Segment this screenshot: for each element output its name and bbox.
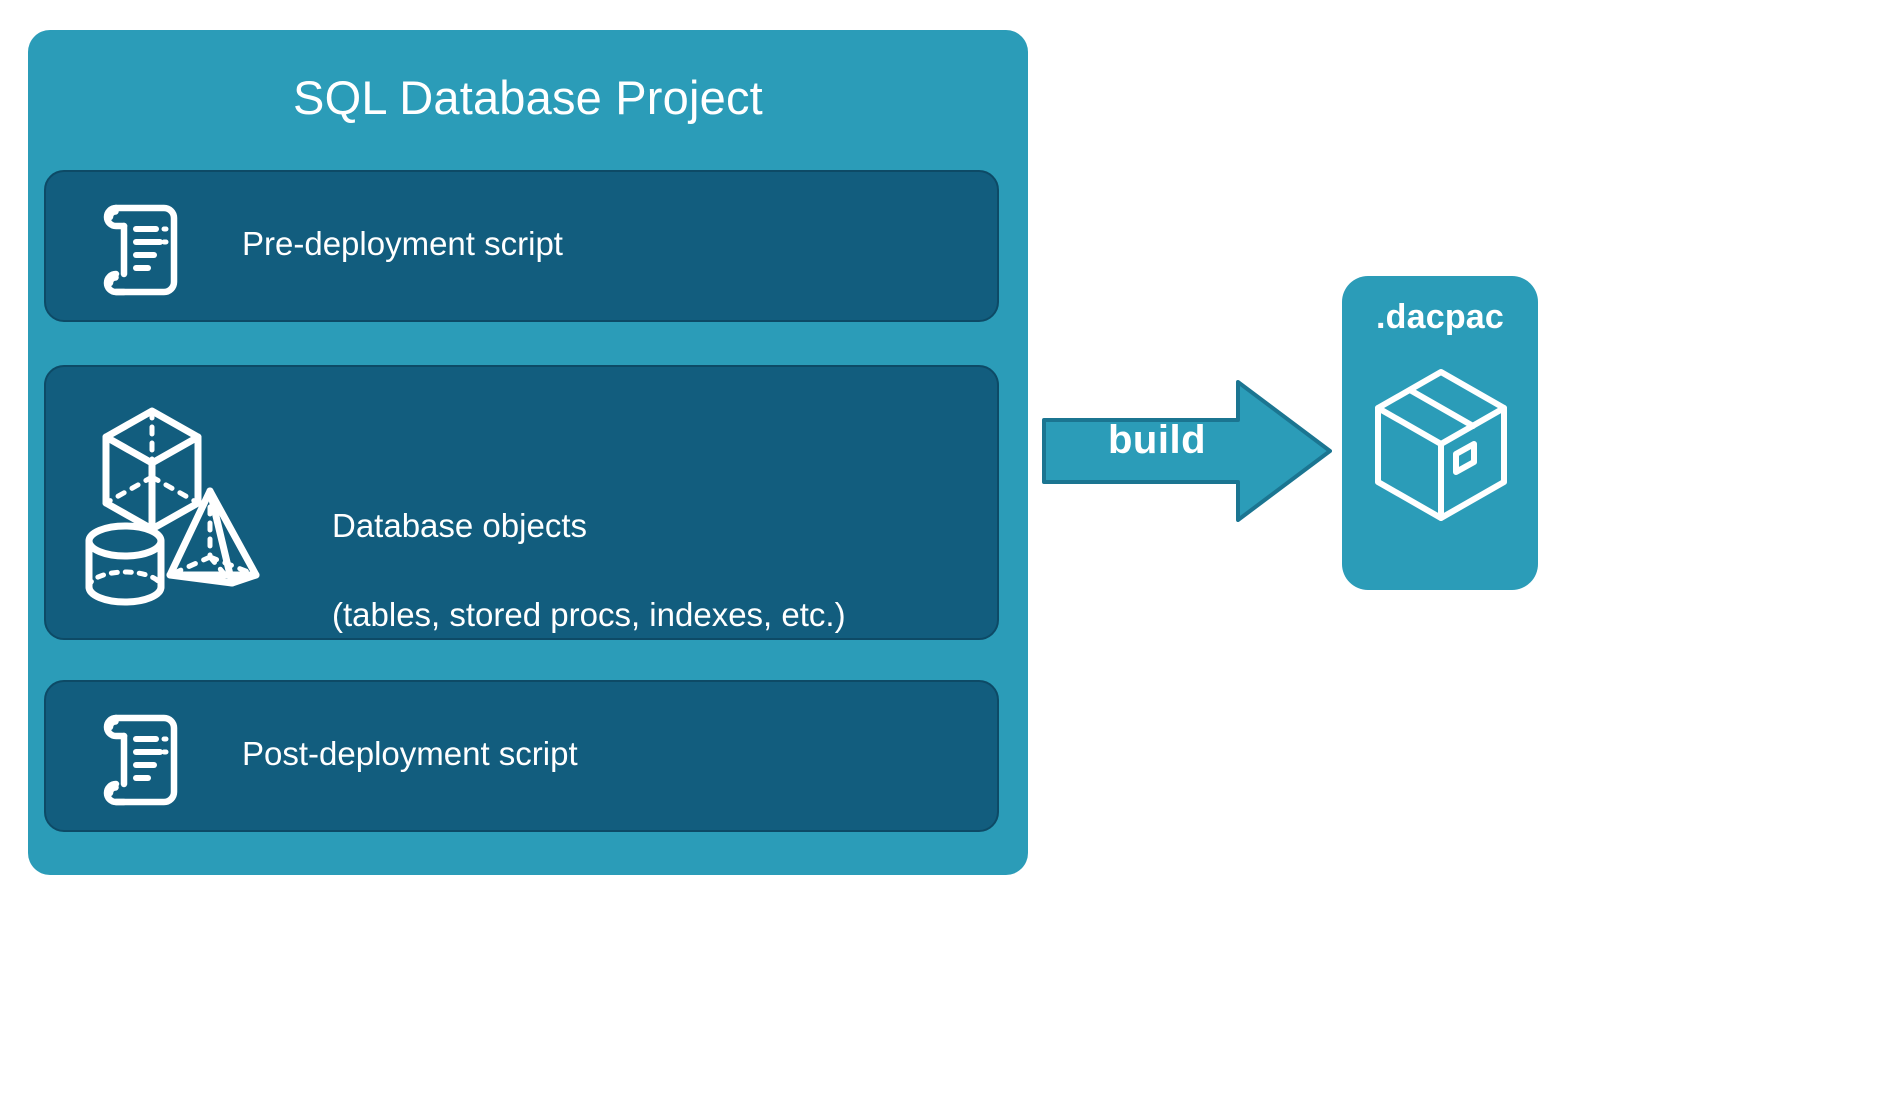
pre-deployment-script-label: Pre-deployment script [242, 225, 563, 262]
pre-deployment-script-box[interactable]: Pre-deployment script [44, 170, 999, 322]
build-arrow [1042, 380, 1332, 522]
post-deployment-script-label: Post-deployment script [242, 735, 578, 772]
dacpac-output-card[interactable]: .dacpac [1342, 276, 1538, 590]
package-box-icon [1370, 362, 1512, 532]
build-arrow-label: build [1107, 418, 1207, 462]
dacpac-title: .dacpac [1375, 298, 1505, 336]
project-title: SQL Database Project [293, 71, 763, 124]
scroll-icon [86, 194, 202, 302]
sql-database-project-card: SQL Database Project [28, 30, 1028, 875]
database-objects-box[interactable]: Database objects (tables, stored procs, … [44, 365, 999, 640]
database-objects-label-line1: Database objects [332, 506, 587, 544]
database-objects-label-line2: (tables, stored procs, indexes, etc.) [332, 595, 846, 633]
database-objects-label: Database objects (tables, stored procs, … [332, 459, 846, 682]
three-d-shapes-icon [70, 391, 310, 621]
post-deployment-script-box[interactable]: Post-deployment script [44, 680, 999, 832]
scroll-icon [86, 704, 202, 812]
